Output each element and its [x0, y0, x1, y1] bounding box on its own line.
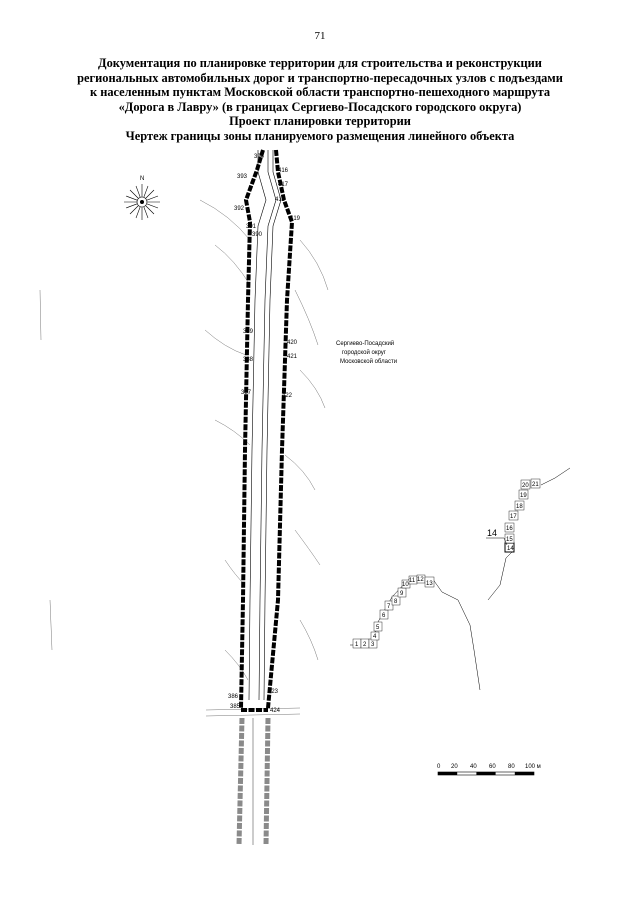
right-point-labels: 416 417 418 419 420 421 422 423 424 — [268, 168, 301, 714]
inset-track-north-2 — [540, 467, 571, 486]
svg-text:18: 18 — [516, 504, 523, 510]
inset-track-north — [487, 551, 513, 601]
svg-text:0: 0 — [437, 764, 441, 770]
svg-text:5: 5 — [376, 625, 380, 631]
contour-lines — [39, 199, 329, 717]
svg-text:387: 387 — [241, 390, 252, 396]
scale-bar: 0 20 40 60 80 100 м — [437, 764, 541, 776]
boundary-right — [266, 149, 295, 709]
svg-text:10: 10 — [402, 582, 409, 588]
svg-text:2: 2 — [363, 642, 367, 648]
svg-text:1: 1 — [355, 642, 359, 648]
region-label: Сергиево-Посадский городской округ Моско… — [336, 340, 397, 365]
title-line-4: «Дорога в Лавру» (в границах Сергиево-По… — [118, 99, 522, 114]
svg-text:389: 389 — [243, 329, 254, 335]
svg-text:416: 416 — [278, 168, 289, 174]
svg-text:394: 394 — [254, 154, 265, 160]
svg-text:388: 388 — [243, 357, 254, 363]
svg-text:21: 21 — [532, 482, 539, 488]
svg-text:386: 386 — [228, 694, 239, 700]
svg-text:392: 392 — [234, 206, 245, 212]
svg-text:20: 20 — [522, 483, 529, 489]
svg-text:40: 40 — [470, 764, 477, 770]
svg-text:15: 15 — [506, 537, 513, 543]
svg-text:16: 16 — [506, 526, 513, 532]
svg-text:9: 9 — [400, 591, 404, 597]
svg-text:городской округ: городской округ — [342, 349, 387, 356]
svg-text:13: 13 — [426, 581, 433, 587]
svg-text:419: 419 — [290, 216, 301, 222]
svg-text:17: 17 — [510, 514, 517, 520]
svg-text:390: 390 — [252, 232, 263, 238]
svg-text:424: 424 — [270, 708, 281, 714]
title-line-2: региональных автомобильных дорог и транс… — [77, 70, 563, 85]
grey-boundary-continuation — [236, 717, 271, 846]
svg-text:Московской области: Московской области — [340, 358, 397, 365]
svg-text:421: 421 — [287, 354, 298, 360]
svg-text:422: 422 — [282, 393, 293, 399]
svg-text:11: 11 — [409, 578, 416, 584]
zone-boundary — [239, 149, 295, 712]
svg-text:8: 8 — [394, 599, 398, 605]
compass-north-label: N — [140, 176, 144, 182]
title-line-1: Документация по планировке территории дл… — [98, 56, 542, 70]
svg-text:12: 12 — [417, 577, 424, 583]
title-line-6: Чертеж границы зоны планируемого размеще… — [125, 128, 515, 143]
sheet-index-inset: 1 2 3 4 5 6 7 8 9 10 11 12 13 15 16 17 1… — [350, 467, 571, 691]
svg-text:60: 60 — [489, 764, 496, 770]
svg-text:80: 80 — [508, 764, 515, 770]
road-centerlines — [248, 150, 282, 701]
svg-text:6: 6 — [382, 613, 386, 619]
document-title: Документация по планировке территории дл… — [40, 56, 600, 144]
svg-text:4: 4 — [373, 634, 377, 640]
svg-text:3: 3 — [371, 642, 375, 648]
title-line-3: к населенным пунктам Московской области … — [89, 85, 551, 100]
compass-rose: N — [124, 176, 160, 220]
svg-text:7: 7 — [387, 604, 391, 610]
svg-text:100 м: 100 м — [525, 764, 541, 770]
current-sheet-label: 14 — [487, 528, 497, 538]
inset-track — [350, 577, 481, 691]
svg-text:Сергиево-Посадский: Сергиево-Посадский — [336, 340, 394, 347]
boundary-left — [239, 149, 265, 709]
svg-text:385: 385 — [230, 704, 241, 710]
svg-text:14: 14 — [507, 546, 514, 552]
svg-text:423: 423 — [268, 689, 279, 695]
title-line-5: Проект планировки территории — [229, 114, 411, 129]
svg-text:391: 391 — [246, 224, 257, 230]
svg-text:19: 19 — [520, 493, 527, 499]
svg-text:420: 420 — [287, 340, 298, 346]
svg-text:418: 418 — [275, 197, 286, 203]
left-point-labels: 394 393 392 391 390 389 388 387 386 385 — [228, 154, 265, 710]
svg-text:20: 20 — [451, 764, 458, 770]
page-number: 71 — [314, 30, 326, 42]
svg-text:393: 393 — [237, 174, 248, 180]
svg-text:417: 417 — [278, 182, 289, 188]
